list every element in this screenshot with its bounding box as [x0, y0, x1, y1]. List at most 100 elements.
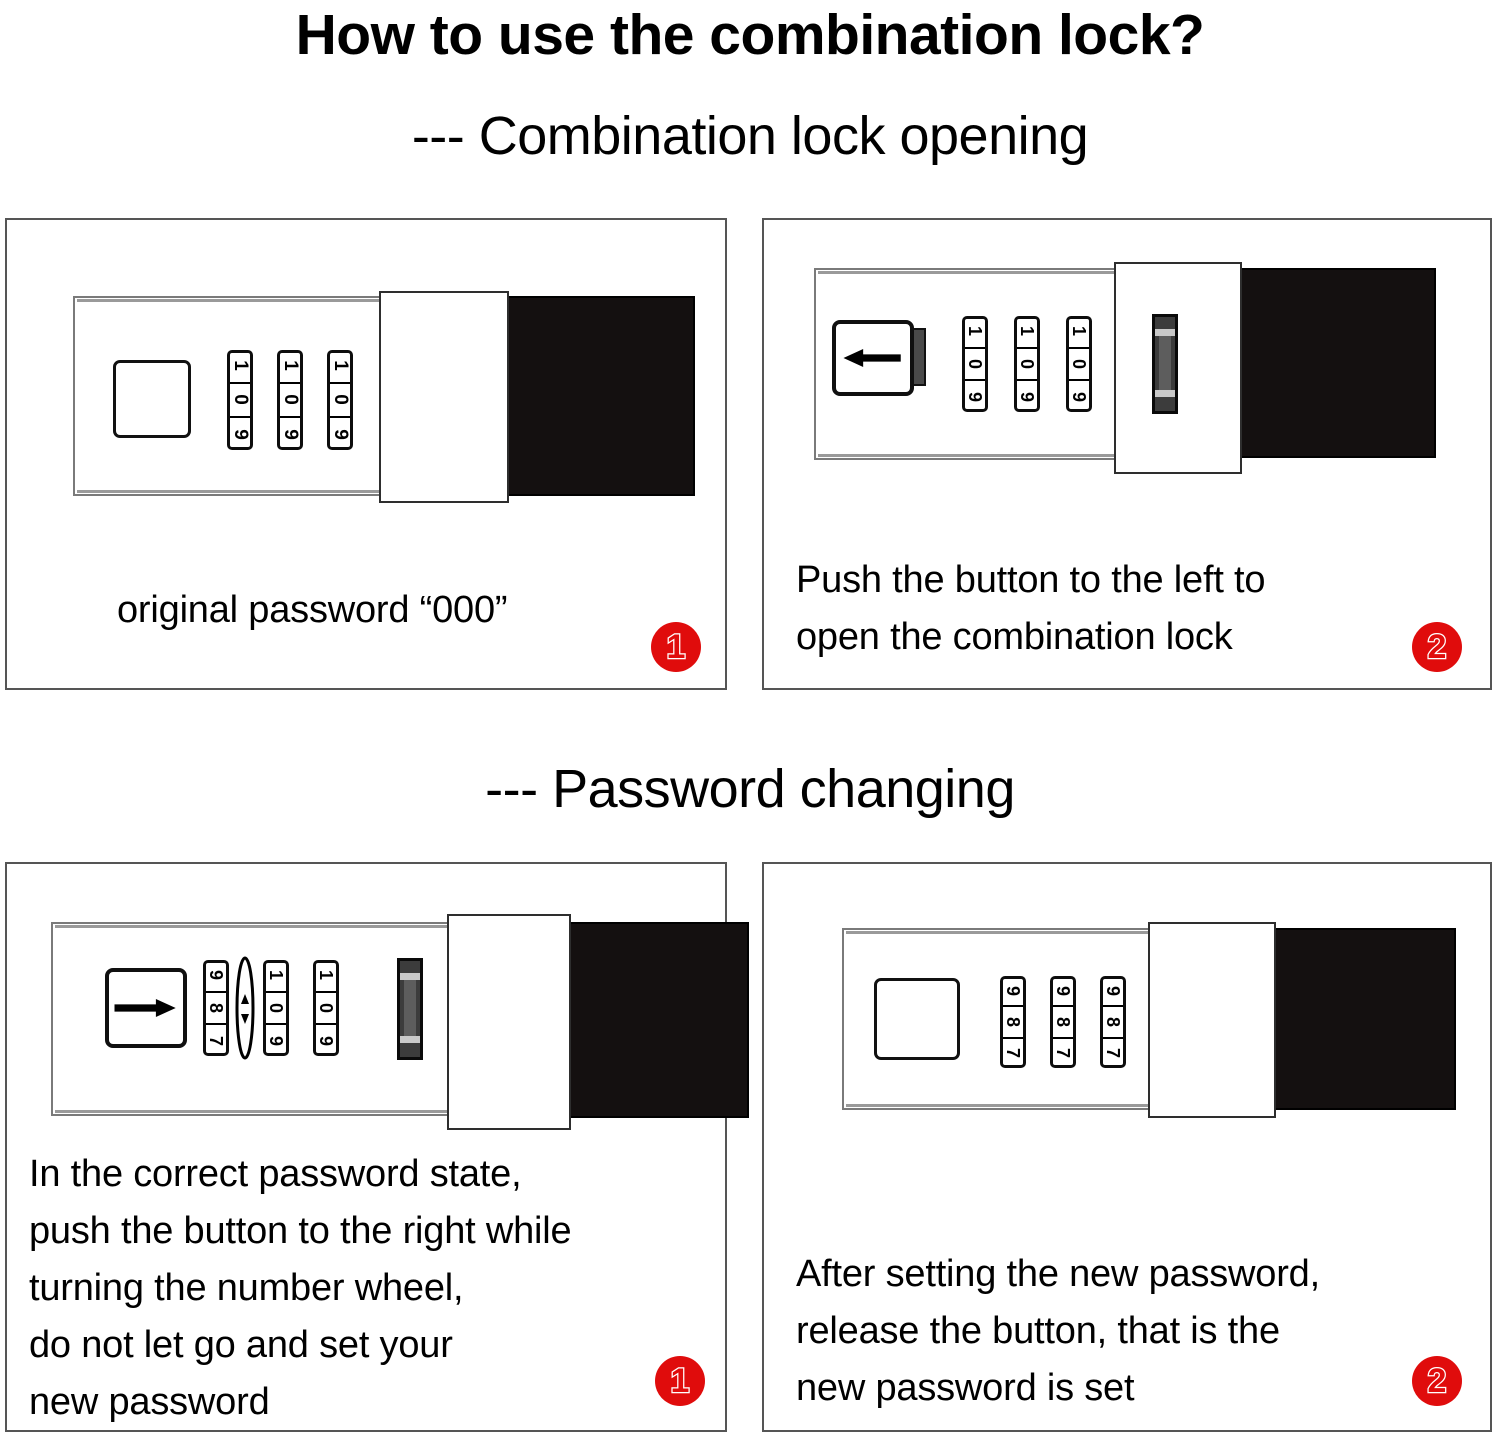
dial-digit: 7: [1052, 1048, 1073, 1059]
dial-separator: [206, 1023, 226, 1026]
step-badge-number: 2: [1426, 1360, 1447, 1401]
dial-separator: [1103, 1036, 1123, 1039]
panel-caption: After setting the new password, release …: [796, 1253, 1320, 1409]
lock-dark-block: [505, 296, 695, 496]
dial-digit: 9: [964, 391, 985, 402]
dial-digit: 0: [1068, 358, 1089, 369]
lock-illustration-3: 9 8 7 1 0 9 1 0 9: [51, 910, 749, 1140]
dial-digit: 9: [229, 428, 251, 440]
dial-separator: [1003, 1005, 1023, 1008]
number-dial[interactable]: 9 8 7: [203, 960, 229, 1056]
dial-separator: [1053, 1005, 1073, 1008]
dial-digit: 8: [1052, 1016, 1073, 1027]
step-badge: 2: [1412, 622, 1462, 672]
number-dial[interactable]: 1 0 9: [277, 350, 303, 450]
lock-slider-plate: [1114, 262, 1242, 474]
dial-digit: 9: [1052, 985, 1073, 996]
number-dial[interactable]: 1 0 9: [962, 316, 988, 412]
dial-digit: 1: [279, 360, 301, 372]
push-right-button[interactable]: [105, 968, 187, 1048]
dial-separator: [1017, 346, 1037, 349]
dial-digit: 0: [315, 1002, 336, 1013]
arrow-left-icon: [843, 349, 901, 367]
number-dial[interactable]: 1 0 9: [1014, 316, 1040, 412]
dial-separator: [1069, 346, 1089, 349]
number-dial[interactable]: 9 8 7: [1050, 976, 1076, 1068]
dial-separator: [330, 416, 350, 419]
latch-indicator: [397, 958, 423, 1060]
dial-digit: 1: [1016, 326, 1037, 337]
body-bevel-top: [55, 925, 449, 928]
lock-dark-block: [1236, 268, 1436, 458]
step-badge-number: 2: [1426, 626, 1447, 667]
push-left-button[interactable]: [832, 320, 914, 396]
dial-separator: [330, 381, 350, 384]
dial-separator: [965, 379, 985, 382]
dial-digit: 9: [205, 970, 226, 981]
dial-digit: 8: [1002, 1016, 1023, 1027]
latch-band: [400, 1036, 420, 1043]
lock-slider-plate: [1148, 922, 1276, 1118]
panel-3: 9 8 7 1 0 9 1 0 9: [5, 862, 749, 1432]
dial-digit: 9: [265, 1035, 286, 1046]
dial-separator: [206, 990, 226, 993]
number-dial[interactable]: 1 0 9: [313, 960, 339, 1056]
body-bevel-top: [818, 271, 1118, 274]
dial-digit: 1: [315, 970, 336, 981]
lock-illustration-4: 9 8 7 9 8 7 9 8 7: [842, 920, 1462, 1142]
number-dial[interactable]: 1 0 9: [1066, 316, 1092, 412]
step-badge: 1: [655, 1356, 705, 1406]
dial-digit: 8: [1102, 1016, 1123, 1027]
section-heading-changing: --- Password changing: [485, 759, 1015, 819]
dial-digit: 9: [1002, 985, 1023, 996]
latch-band: [1155, 390, 1175, 397]
panel-caption: In the correct password state, push the …: [29, 1153, 572, 1423]
dial-digit: 1: [964, 326, 985, 337]
panel-1: 1 0 9 1 0 9 1 0 9 original password “000…: [5, 218, 727, 690]
dial-digit: 9: [1068, 391, 1089, 402]
lock-illustration-1: 1 0 9 1 0 9 1 0 9: [73, 288, 695, 508]
number-dial[interactable]: 1 0 9: [327, 350, 353, 450]
dial-digit: 1: [265, 970, 286, 981]
dial-digit: 0: [329, 394, 351, 406]
arrow-right-icon: [114, 999, 176, 1017]
dial-separator: [230, 416, 250, 419]
step-badge: 1: [651, 622, 701, 672]
number-dial[interactable]: 9 8 7: [1000, 976, 1026, 1068]
dial-separator: [266, 990, 286, 993]
body-bevel-top: [846, 931, 1150, 934]
body-bevel-top: [77, 299, 381, 302]
body-bevel-bottom: [77, 490, 381, 493]
dial-digit: 8: [205, 1002, 226, 1013]
dial-separator: [230, 381, 250, 384]
latch-indicator: [1152, 314, 1178, 414]
lock-illustration-2: 1 0 9 1 0 9 1 0 9: [814, 258, 1464, 490]
dial-digit: 7: [205, 1035, 226, 1046]
dial-digit: 0: [265, 1002, 286, 1013]
dial-digit: 7: [1002, 1048, 1023, 1059]
dial-separator: [316, 990, 336, 993]
dial-digit: 0: [279, 394, 301, 406]
dial-digit: 9: [1016, 391, 1037, 402]
release-button[interactable]: [113, 360, 191, 438]
body-bevel-bottom: [55, 1110, 449, 1113]
lock-dark-block: [1270, 928, 1456, 1110]
dial-separator: [1053, 1036, 1073, 1039]
dial-digit: 9: [315, 1035, 336, 1046]
page-title: How to use the combination lock?: [295, 3, 1205, 67]
dial-digit: 7: [1102, 1048, 1123, 1059]
number-dial[interactable]: 1 0 9: [227, 350, 253, 450]
dial-digit: 0: [1016, 358, 1037, 369]
number-dial[interactable]: 1 0 9: [263, 960, 289, 1056]
dial-digit: 1: [329, 360, 351, 372]
rotation-ellipse-icon: [233, 954, 257, 1062]
dial-digit: 9: [279, 428, 301, 440]
number-dial[interactable]: 9 8 7: [1100, 976, 1126, 1068]
dial-separator: [1069, 379, 1089, 382]
dial-separator: [266, 1023, 286, 1026]
dial-separator: [280, 416, 300, 419]
dial-separator: [965, 346, 985, 349]
dial-digit: 0: [964, 358, 985, 369]
release-button[interactable]: [874, 978, 960, 1060]
latch-core: [404, 978, 416, 1040]
